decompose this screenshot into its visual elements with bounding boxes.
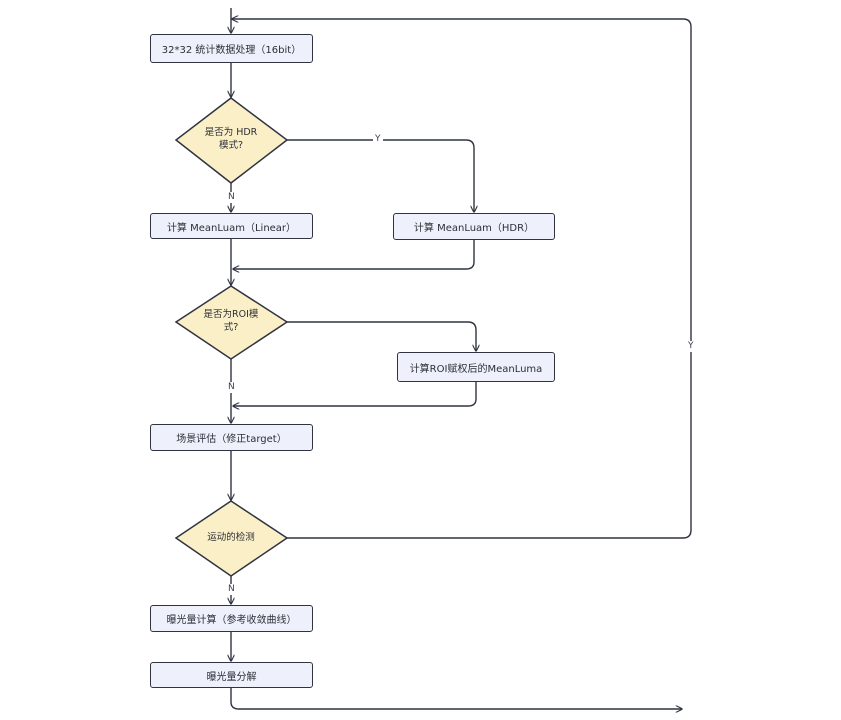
node-mean-linear: 计算 MeanLuam（Linear） <box>150 213 313 239</box>
node-stats: 32*32 统计数据处理（16bit） <box>150 34 313 63</box>
roi-decision-diamond <box>174 285 289 360</box>
node-exposure: 曝光量计算（参考收敛曲线） <box>150 605 313 632</box>
node-mean-hdr: 计算 MeanLuam（HDR） <box>393 213 555 240</box>
edge-label-motion-no: N <box>226 584 237 595</box>
node-roi-mean: 计算ROI赋权后的MeanLuma <box>397 352 555 382</box>
edge-label-motion-yes: Y <box>686 341 696 352</box>
edge-roi-yes <box>287 321 476 351</box>
edge-roi-merge <box>233 382 477 406</box>
edge-motion-yes <box>287 360 692 539</box>
edge-hdr-yes <box>287 139 474 212</box>
edge-label-hdr-no: N <box>226 192 237 203</box>
edge-loop-return <box>232 19 692 360</box>
hdr-decision-diamond <box>174 97 289 184</box>
motion-decision-diamond <box>174 500 289 577</box>
node-split: 曝光量分解 <box>150 662 313 688</box>
edge-hdr-merge <box>233 240 475 269</box>
edge-split-exit <box>230 688 682 709</box>
edge-label-roi-no: N <box>226 382 237 393</box>
edge-label-hdr-yes: Y <box>373 134 383 145</box>
node-scene: 场景评估（修正target） <box>150 424 313 451</box>
